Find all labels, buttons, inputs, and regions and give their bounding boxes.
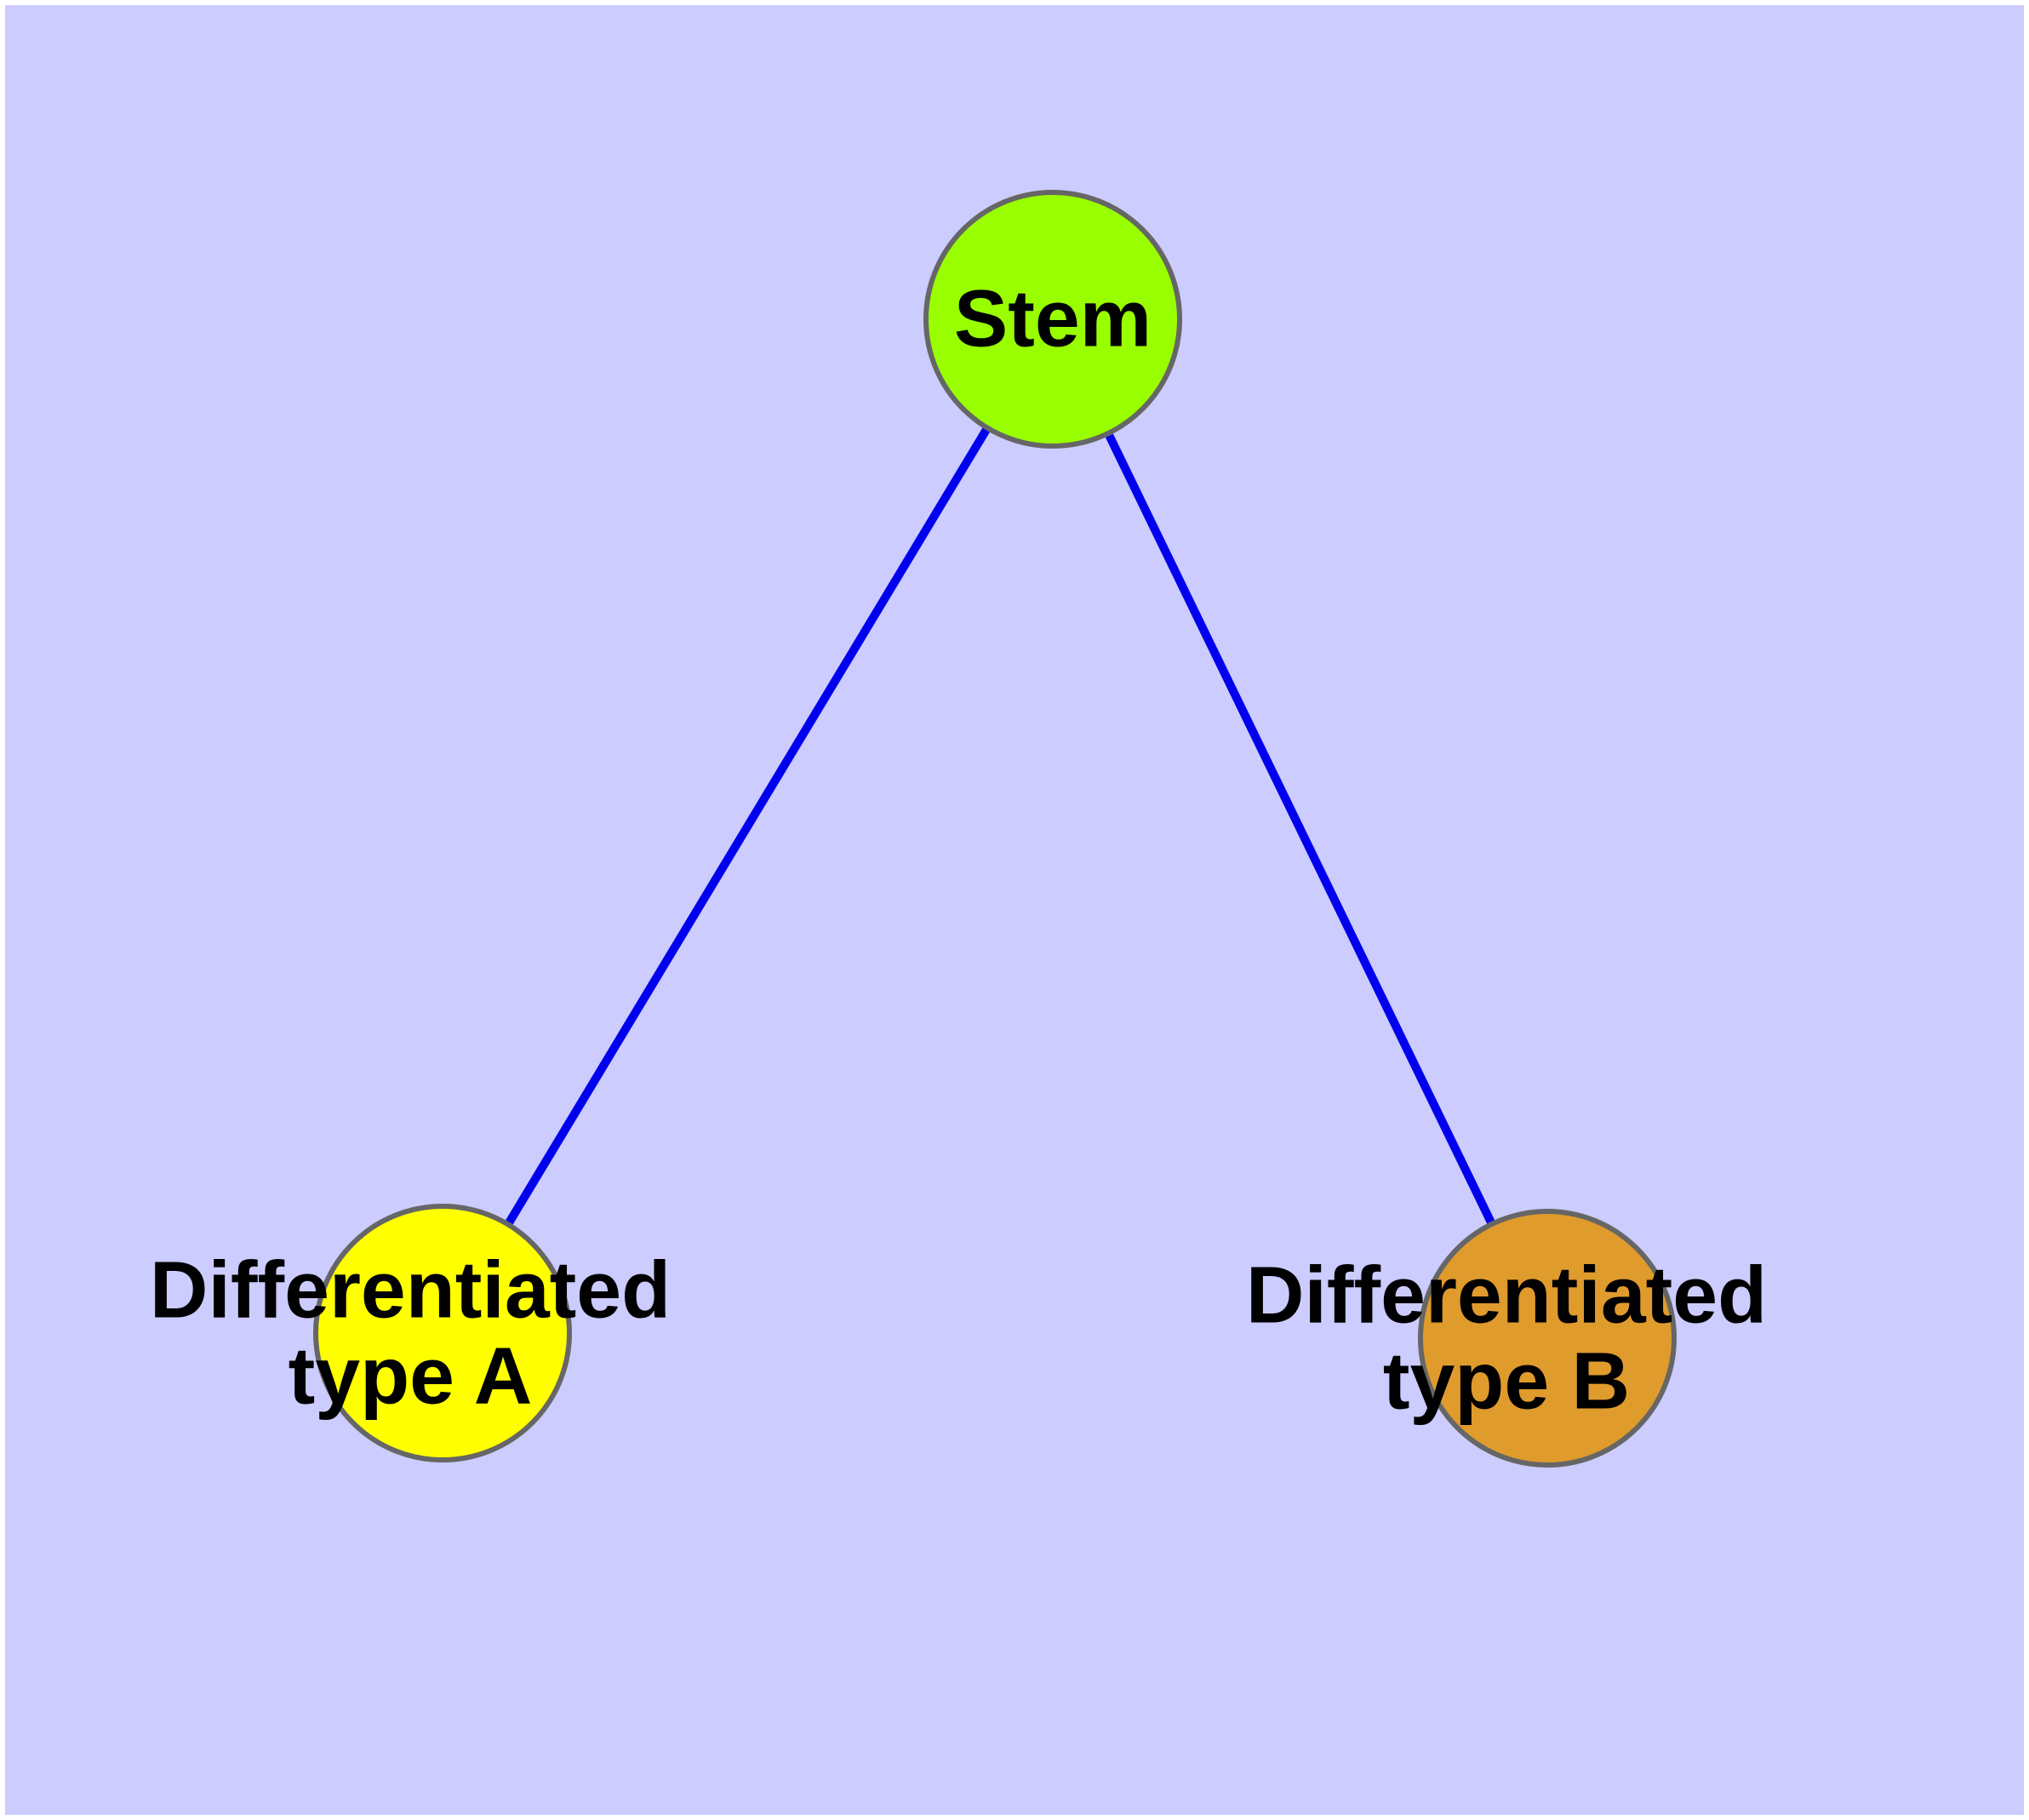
node-layer <box>313 190 1677 1468</box>
node-stem[interactable] <box>923 190 1182 449</box>
edge-layer <box>506 427 1495 1225</box>
edge-stem-to-diff-b[interactable] <box>1105 433 1495 1224</box>
node-diff-a[interactable] <box>313 1204 572 1462</box>
edge-stem-to-diff-a[interactable] <box>506 427 990 1225</box>
node-diff-b[interactable] <box>1418 1209 1677 1468</box>
